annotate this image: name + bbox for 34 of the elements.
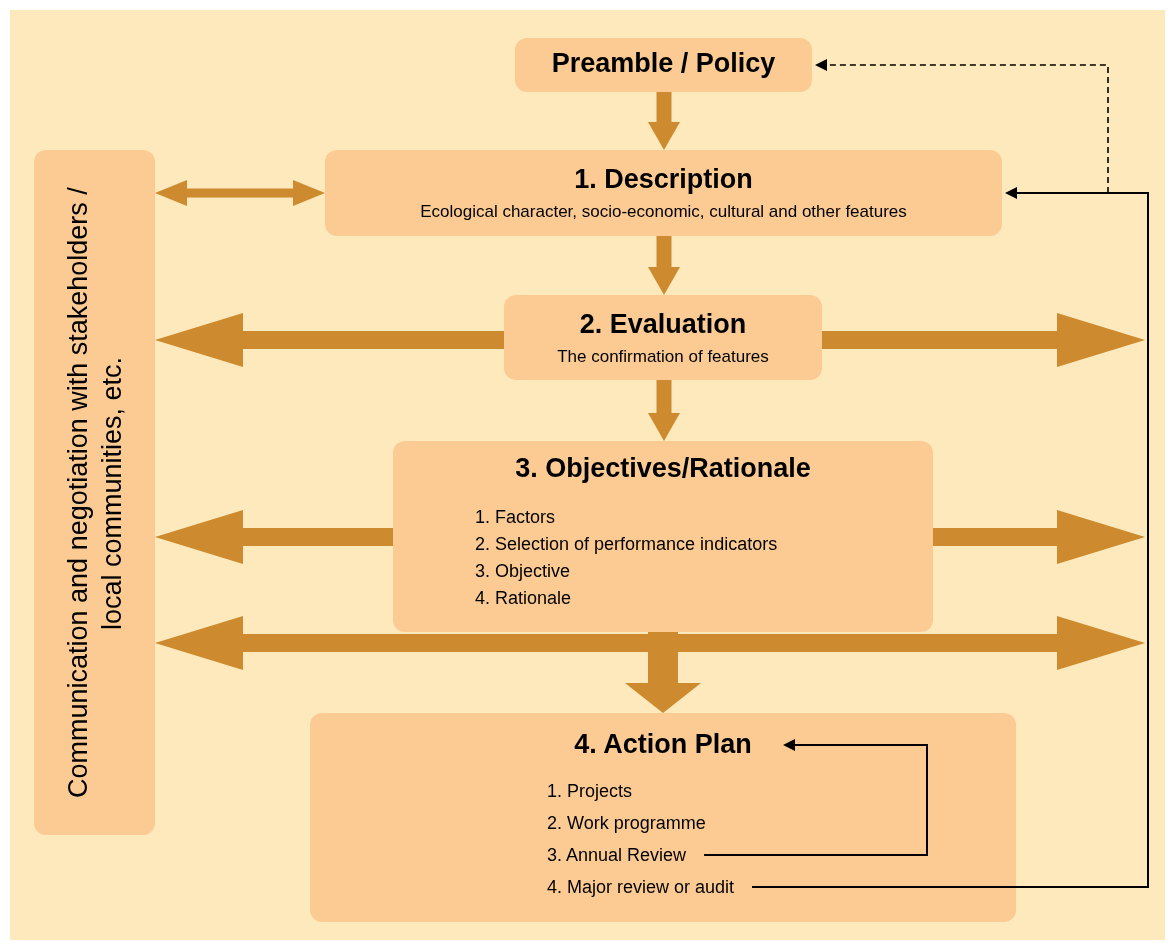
double-arrow [155,616,1145,670]
arrow [648,380,680,441]
list-item: 4. Major review or audit [547,875,735,899]
list-item: 4. Rationale [475,588,572,609]
box-subtitle: The confirmation of features [556,347,770,367]
box-title: 1. Description [573,164,754,195]
arrow [155,510,393,564]
panel-text: Communication and negotiation with stakeholders / local communities, etc. [61,186,128,800]
process-box [504,295,822,380]
arrow [751,187,1149,888]
box-subtitle: Ecological character, socio-economic, cultural and other features [419,202,908,222]
list-item: 3. Objective [475,561,571,582]
list-item: 2. Selection of performance indicators [475,534,778,555]
arrow [648,236,680,295]
process-box [515,38,812,92]
process-box [393,441,933,632]
arrow [625,632,701,713]
box-title: Preamble / Policy [550,48,777,79]
list-item: 1. Factors [475,507,556,528]
box-title: 4. Action Plan [573,729,753,760]
arrow [933,510,1145,564]
box-title: 2. Evaluation [578,309,748,340]
side-panel [34,150,155,835]
arrow [155,313,504,367]
double-arrow [155,180,325,206]
box-title: 3. Objectives/Rationale [514,453,812,484]
list-item: 2. Work programme [547,811,706,835]
arrow [822,313,1145,367]
list-item: 1. Projects [547,779,633,803]
arrow [703,739,928,856]
arrow [648,92,680,150]
process-box [325,150,1002,236]
process-box [310,713,1016,922]
list-item: 3. Annual Review [547,843,687,867]
